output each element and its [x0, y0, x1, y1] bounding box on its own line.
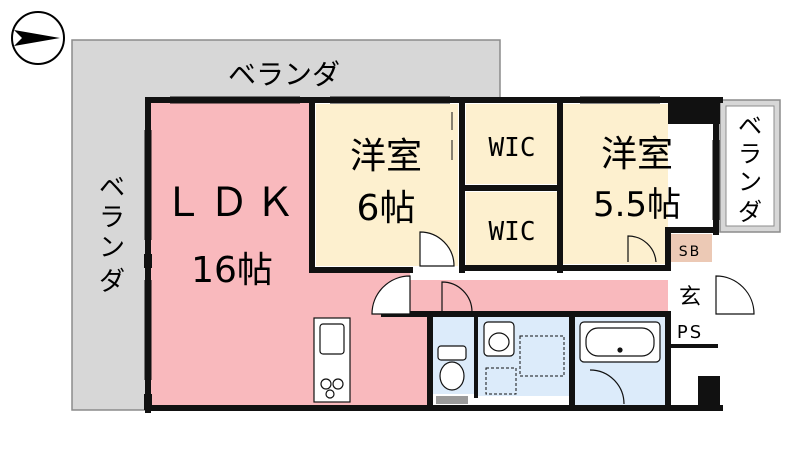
wall-columns: [144, 98, 720, 410]
balcony-top-label: ベランダ: [228, 58, 340, 91]
ldk-size: 16帖: [191, 250, 273, 291]
shoe-box-label: SB: [679, 244, 702, 260]
western-room-2-size: 5.5帖: [593, 185, 681, 225]
bathtub-icon: [579, 321, 661, 363]
toilet-icon: [436, 345, 468, 404]
balcony-left-label: ベ ラ ン ダ: [99, 173, 125, 297]
windows: [144, 96, 720, 380]
entrance-label: 玄: [679, 285, 701, 310]
compass-north-arrow-icon: [11, 11, 65, 65]
washing-machine-icon: [485, 335, 565, 395]
svg-text:ベ: ベ: [738, 112, 762, 140]
balcony-right-label: ベ ラ ン ダ: [738, 112, 762, 226]
western-room-1-size: 6帖: [357, 188, 416, 229]
svg-text:ン: ン: [99, 233, 125, 263]
svg-text:ダ: ダ: [738, 198, 762, 226]
western-room-1-name: 洋室: [350, 136, 422, 177]
door-leaf-marks: [451, 112, 561, 252]
door-swing-icon: [371, 231, 755, 405]
svg-text:ン: ン: [738, 168, 762, 196]
svg-text:ベ: ベ: [99, 173, 125, 203]
western-room-2-name: 洋室: [601, 134, 673, 175]
walk-in-closet-2-label: WIC: [489, 217, 536, 247]
kitchen-sink-icon: [319, 323, 345, 355]
walk-in-closet-1-label: WIC: [489, 133, 536, 163]
pipe-space-label: PS: [677, 322, 703, 343]
svg-text:ラ: ラ: [99, 203, 125, 233]
washbasin-icon: [483, 321, 515, 357]
svg-text:ラ: ラ: [738, 140, 762, 168]
svg-text:ダ: ダ: [99, 267, 125, 297]
ldk-name: ＬＤＫ: [163, 180, 301, 226]
stove-icon: [320, 378, 344, 399]
